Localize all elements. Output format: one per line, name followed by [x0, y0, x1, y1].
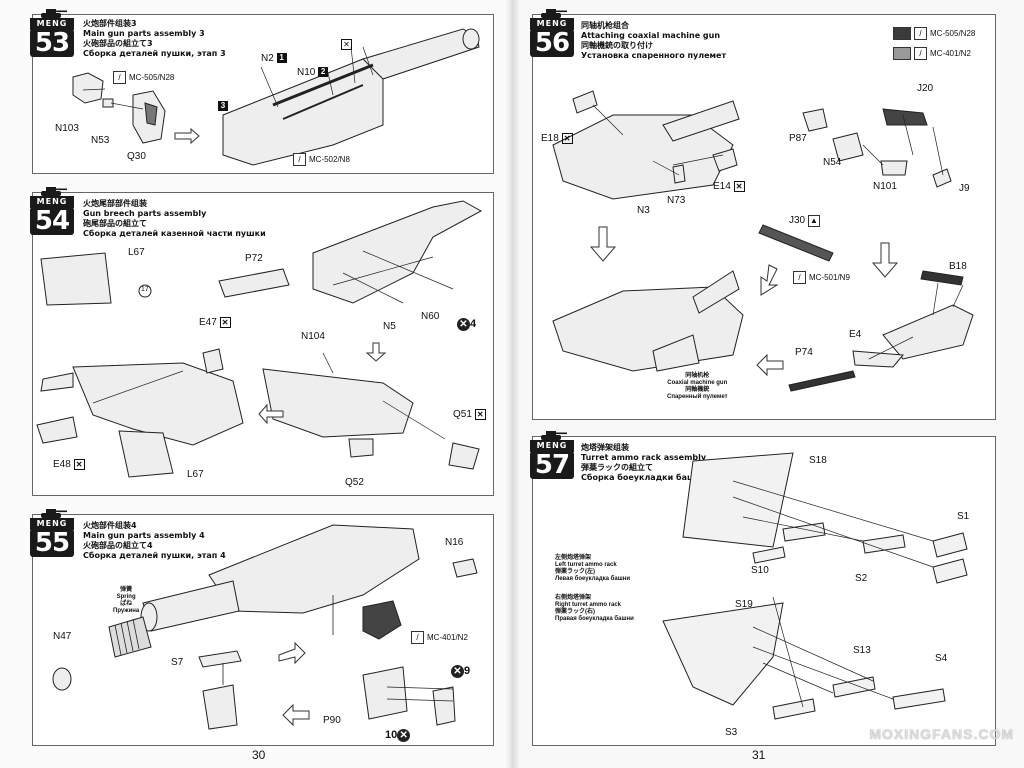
part-label-n10: N10 2 [297, 67, 329, 78]
tank-logo-icon [41, 187, 67, 196]
part-label-n53: N53 [91, 135, 110, 146]
part-label-n54: N54 [823, 157, 842, 168]
brand-label: MENG [530, 440, 574, 452]
brush-icon: / [411, 631, 424, 644]
part-label-e14: E14 ✕ [713, 181, 745, 192]
part-label-s1: S1 [957, 511, 970, 522]
step-53-title: 火炮部件组装3 Main gun parts assembly 3 火砲部品の組… [83, 19, 226, 58]
brush-icon: / [293, 153, 306, 166]
part-label-e48: E48 ✕ [53, 459, 85, 470]
spring-label: 弹簧 Spring ばね Пружина [113, 587, 140, 614]
step-number: 56 [530, 29, 574, 57]
book-gutter [505, 0, 519, 768]
step-number: 53 [30, 29, 74, 57]
step-53-panel: MENG 53 火炮部件组装3 Main gun parts assembly … [30, 9, 494, 174]
part-label-e4: E4 [849, 329, 862, 340]
part-label-q52: Q52 [345, 477, 364, 488]
part-label-n103: N103 [55, 123, 79, 134]
part-label-s4: S4 [935, 653, 948, 664]
part-label-p90: P90 [323, 715, 341, 726]
part-label-j9: J9 [959, 183, 970, 194]
tank-logo-icon [541, 9, 567, 18]
brand-label: MENG [30, 196, 74, 208]
step-56-title: 同轴机枪组合 Attaching coaxial machine gun 同軸機… [581, 21, 727, 60]
brand-label: MENG [30, 18, 74, 30]
brush-icon: / [793, 271, 806, 284]
part-label-s3: S3 [725, 727, 738, 738]
part-label-n16: N16 [445, 537, 464, 548]
right-rack-label: 右侧炮塔弹架 Right turret ammo rack 弾薬ラック(右) П… [555, 595, 634, 622]
quantity-x10: 10✕ [385, 729, 411, 742]
step-57-title: 炮塔弹架组装 Turret ammo rack assembly 弾薬ラックの組… [581, 443, 707, 482]
part-label-p87: P87 [789, 133, 807, 144]
step-57-badge: MENG 57 [527, 429, 579, 483]
page-number-left: 30 [252, 748, 266, 762]
part-label-n2: N2 1 [261, 53, 287, 64]
step-54-drawing [36, 200, 483, 478]
part-label-s19: S19 [735, 599, 753, 610]
left-rack-label: 左侧炮塔弹架 Left turret ammo rack 弾薬ラック(左) Ле… [555, 555, 631, 582]
step-57-drawing [662, 452, 968, 720]
step-56-badge: MENG 56 [527, 7, 579, 61]
remove-mark-icon: ✕ [341, 39, 352, 50]
part-label-s18: S18 [809, 455, 827, 466]
part-label-b18: B18 [949, 261, 967, 272]
watermark: MOXINGFANS.COM [869, 726, 1014, 742]
brush-icon: / [113, 71, 126, 84]
paint-callout: /MC-501/N9 [793, 271, 850, 284]
sub-step-3-badge: 3 [218, 101, 228, 112]
legend-color-dark: /MC-505/N28 [893, 27, 975, 40]
step-55-title: 火炮部件组装4 Main gun parts assembly 4 火砲部品の組… [83, 521, 226, 560]
part-label-q51: Q51 ✕ [453, 409, 486, 420]
part-label-n47: N47 [53, 631, 72, 642]
part-label-l67b: L67 [187, 469, 204, 480]
tank-logo-icon [41, 509, 67, 518]
paint-callout: /MC-502/N8 [293, 153, 350, 166]
part-label-n5: N5 [383, 321, 396, 332]
part-label-n3: N3 [637, 205, 650, 216]
step-55-drawing [52, 524, 478, 730]
part-label-n104: N104 [301, 331, 325, 342]
part-label-s2: S2 [855, 573, 868, 584]
step-number: 57 [530, 451, 574, 479]
step-55-badge: MENG 55 [27, 507, 79, 561]
part-label-e47: E47 ✕ [199, 317, 231, 328]
step-54-badge: MENG 54 [27, 185, 79, 239]
part-label-s7: S7 [171, 657, 184, 668]
paint-callout: /MC-505/N28 [113, 71, 174, 84]
step-56-panel: MENG 56 同轴机枪组合 Attaching coaxial machine… [530, 9, 996, 420]
step-54-title: 火炮尾部部件组装 Gun breech parts assembly 砲尾部品の… [83, 199, 266, 238]
part-label-n101: N101 [873, 181, 897, 192]
part-label-j30: J30 ▲ [789, 215, 820, 227]
step-number: 54 [30, 207, 74, 235]
step-53-badge: MENG 53 [27, 7, 79, 61]
tank-logo-icon [541, 431, 567, 440]
step-56-drawing [552, 90, 974, 392]
step-53-drawing [72, 28, 480, 166]
page-number-right: 31 [752, 748, 766, 762]
step-57-panel: MENG 57 炮塔弹架组装 Turret ammo rack assembly… [530, 431, 996, 746]
legend-color-grey: /MC-401/N2 [893, 47, 971, 60]
part-label-e18: E18 ✕ [541, 133, 573, 144]
tank-logo-icon [41, 9, 67, 18]
coax-gun-label: 同轴机枪 Coaxial machine gun 同軸機銃 Спаренный … [667, 373, 728, 400]
step-55-panel: MENG 55 火炮部件组装4 Main gun parts assembly … [30, 509, 494, 746]
decal-circle-17: 17 [141, 286, 149, 293]
quantity-x4: ✕4 [457, 318, 476, 331]
part-label-s10: S10 [751, 565, 769, 576]
step-number: 55 [30, 529, 74, 557]
part-label-n60: N60 [421, 311, 440, 322]
part-label-n73: N73 [667, 195, 686, 206]
brand-label: MENG [30, 518, 74, 530]
step-54-panel: MENG 54 火炮尾部部件组装 Gun breech parts assemb… [30, 187, 494, 496]
part-label-s13: S13 [853, 645, 871, 656]
part-label-l67: L67 [128, 247, 145, 258]
part-label-q30: Q30 [127, 151, 146, 162]
part-label-p72: P72 [245, 253, 263, 264]
part-label-j20: J20 [917, 83, 934, 94]
quantity-x9: ✕9 [451, 665, 470, 678]
part-label-p74: P74 [795, 347, 813, 358]
brand-label: MENG [530, 18, 574, 30]
paint-callout: /MC-401/N2 [411, 631, 468, 644]
